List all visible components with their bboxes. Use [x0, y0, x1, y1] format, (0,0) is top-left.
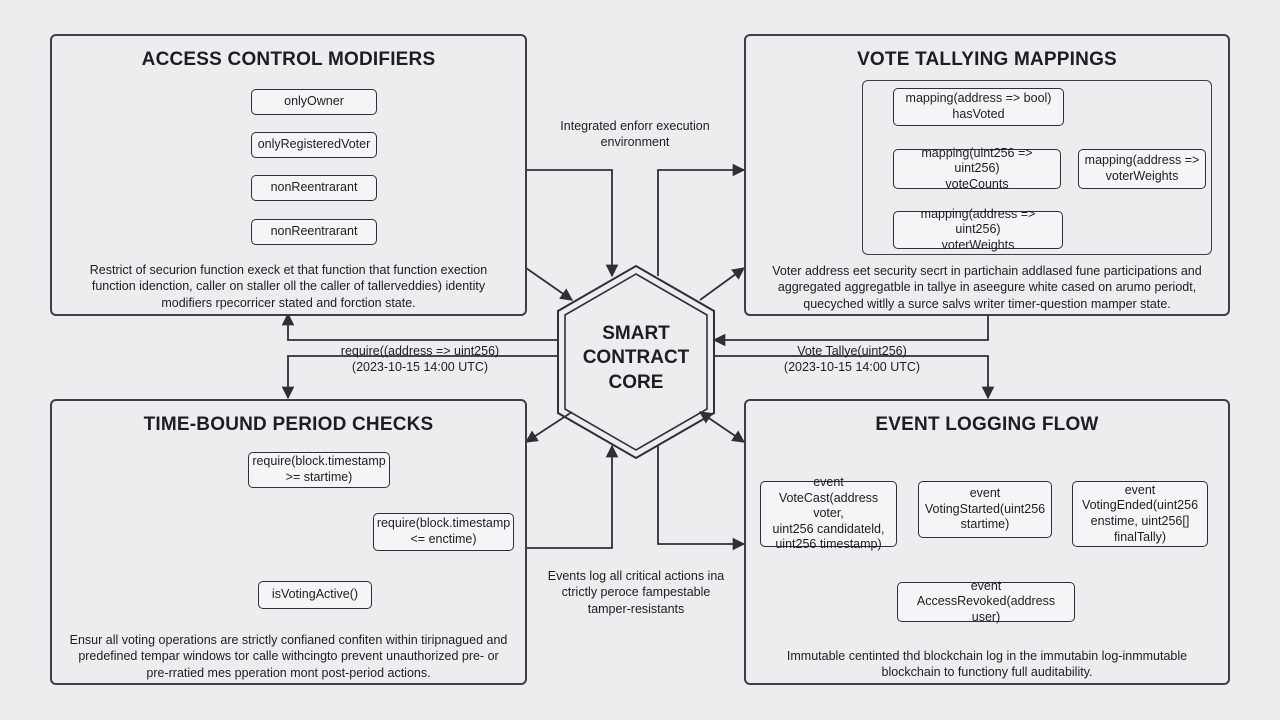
event-logging-description: Immutable centinted thd blockchain log i…	[786, 649, 1188, 680]
connector-label-top: Integrated enforr execution environment	[560, 119, 710, 150]
arrow-bottom-from-time	[526, 444, 619, 549]
arrow-bottom-to-events	[657, 446, 746, 551]
vote-tallying-title: VOTE TALLYING MAPPINGS	[857, 49, 1117, 70]
arrow-core-to-vote	[699, 267, 746, 301]
access-control-title: ACCESS CONTROL MODIFIERS	[141, 49, 436, 70]
vote-tallying-description: Voter address eet security secrt in part…	[772, 264, 1202, 311]
event-voting-started: event VotingStarted(uint256 startime)	[918, 481, 1052, 538]
arrow-left-to-access	[281, 312, 558, 341]
arrow-core-events	[698, 411, 746, 443]
check-end-time: require(block.timestamp <= enctime)	[373, 513, 514, 551]
mapping-voter-weights-top: mapping(address => voterWeights	[1078, 149, 1206, 189]
arrow-left-to-time	[281, 355, 558, 400]
event-voting-ended: event VotingEnded(uint256 enstime, uint2…	[1072, 481, 1208, 547]
modifier-non-reentrant-1: nonReentrarant	[251, 175, 377, 201]
arrow-right-from-vote	[712, 314, 989, 347]
check-start-time: require(block.timestamp >= startime)	[248, 452, 390, 488]
event-access-revoked: event AccessRevoked(address user)	[897, 579, 1075, 624]
modifier-only-owner: onlyOwner	[251, 89, 377, 115]
time-bound-title: TIME-BOUND PERIOD CHECKS	[143, 414, 434, 435]
check-is-voting-active: isVotingActive()	[258, 581, 372, 609]
connector-label-bottom: Events log all critical actions ina ctri…	[547, 569, 725, 616]
core-label: SMART CONTRACT CORE	[568, 322, 704, 395]
modifier-only-registered-voter: onlyRegisteredVoter	[251, 132, 377, 158]
core-label-line-2: CONTRACT	[582, 347, 690, 369]
arrow-right-to-events	[714, 355, 995, 400]
mapping-has-voted: mapping(address => bool) hasVoted	[893, 88, 1064, 126]
core-label-line-3: CORE	[608, 371, 664, 393]
event-logging-title: EVENT LOGGING FLOW	[875, 414, 1099, 435]
core-hexagon-outer	[557, 264, 715, 460]
access-control-description: Restrict of securion function execk et t…	[89, 263, 488, 310]
core-hexagon-inner	[564, 273, 708, 451]
core-label-line-1: SMART	[602, 323, 670, 344]
modifier-non-reentrant-2: nonReentrarant	[251, 219, 377, 245]
arrow-top-into-core	[526, 169, 619, 278]
arrow-core-to-time	[524, 411, 573, 443]
event-vote-cast: event VoteCast(address voter, uint256 ca…	[760, 475, 897, 551]
mapping-vote-counts: mapping(uint256 => uint256) voteCounts	[893, 146, 1061, 191]
vote-mappings-frame	[862, 80, 1212, 255]
arrow-top-to-vote	[657, 163, 746, 276]
connector-label-left: require((address => uint256) (2023-10-15…	[340, 344, 500, 375]
mapping-voter-weights-bottom: mapping(address => uint256) voterWeights	[893, 207, 1063, 252]
connector-label-right: Vote Tallye(uint256) (2023-10-15 14:00 U…	[783, 344, 921, 375]
arrow-access-to-core	[525, 267, 574, 301]
time-bound-description: Ensur all voting operations are strictly…	[69, 633, 508, 680]
